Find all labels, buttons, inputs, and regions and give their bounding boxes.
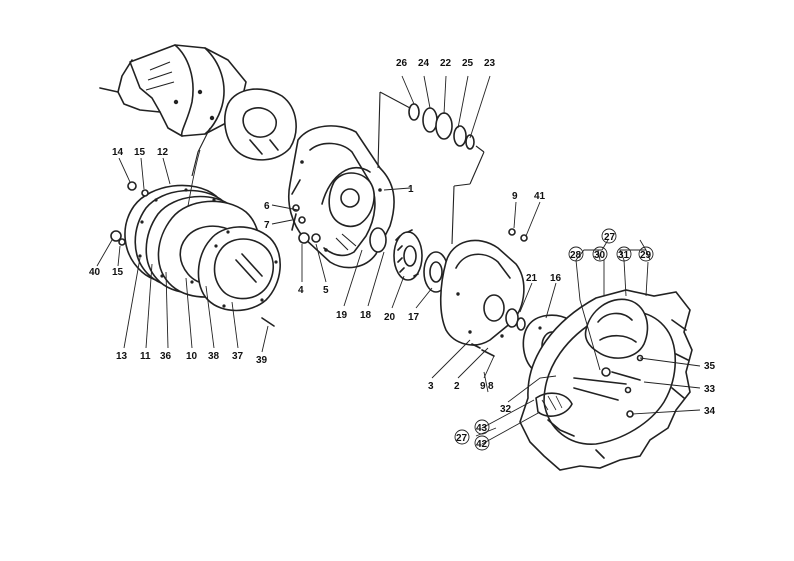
- label-10: 10: [186, 351, 198, 362]
- label-32: 32: [500, 404, 512, 415]
- label-28: 28: [570, 250, 582, 261]
- brake-plate-stack: [124, 184, 281, 327]
- label-27-top: 27: [604, 232, 616, 243]
- label-26: 26: [396, 58, 408, 69]
- main-casing: [288, 125, 395, 269]
- label-43: 43: [476, 423, 488, 434]
- label-29: 29: [640, 250, 652, 261]
- label-36: 36: [160, 351, 172, 362]
- label-33: 33: [704, 384, 716, 395]
- label-circles: [454, 228, 654, 451]
- label-40: 40: [89, 267, 101, 278]
- label-42: 42: [476, 439, 488, 450]
- small-bolts-left: [110, 181, 321, 246]
- label-3: 3: [428, 381, 434, 392]
- label-37: 37: [232, 351, 244, 362]
- label-21: 21: [526, 273, 538, 284]
- label-13: 13: [116, 351, 128, 362]
- label-12: 12: [157, 147, 169, 158]
- label-15-lower: 15: [112, 267, 124, 278]
- part-labels: 14 15 12 6 7 40 15 13 11 36 10 38 37 39 …: [89, 58, 716, 450]
- label-18: 18: [360, 310, 372, 321]
- label-24: 24: [418, 58, 430, 69]
- label-1: 1: [408, 184, 414, 195]
- label-2: 2: [454, 381, 460, 392]
- label-9-upper: 9: [512, 191, 518, 202]
- label-5: 5: [323, 285, 329, 296]
- label-30: 30: [594, 250, 606, 261]
- label-27-bottom: 27: [456, 433, 468, 444]
- label-25: 25: [462, 58, 474, 69]
- label-39: 39: [256, 355, 268, 366]
- label-41: 41: [534, 191, 546, 202]
- label-7: 7: [264, 220, 270, 231]
- cover-plate: [439, 228, 528, 357]
- label-20: 20: [384, 312, 396, 323]
- leader-lines: [96, 75, 701, 445]
- label-19: 19: [336, 310, 348, 321]
- label-16: 16: [550, 273, 562, 284]
- label-14: 14: [112, 147, 124, 158]
- axle-housing: [99, 44, 247, 177]
- label-9-lower: 9: [480, 381, 486, 392]
- label-31: 31: [618, 250, 630, 261]
- lug-wheel: [519, 289, 693, 471]
- label-34: 34: [704, 406, 716, 417]
- upper-bearing-set: [377, 91, 485, 245]
- label-22: 22: [440, 58, 452, 69]
- label-11: 11: [140, 351, 151, 362]
- label-6: 6: [264, 201, 270, 212]
- label-35: 35: [704, 361, 716, 372]
- label-15-upper: 15: [134, 147, 146, 158]
- label-23: 23: [484, 58, 496, 69]
- label-17: 17: [408, 312, 420, 323]
- label-4: 4: [298, 285, 304, 296]
- label-38: 38: [208, 351, 220, 362]
- label-8: 8: [488, 381, 494, 392]
- axle-flange-ball: [224, 88, 297, 161]
